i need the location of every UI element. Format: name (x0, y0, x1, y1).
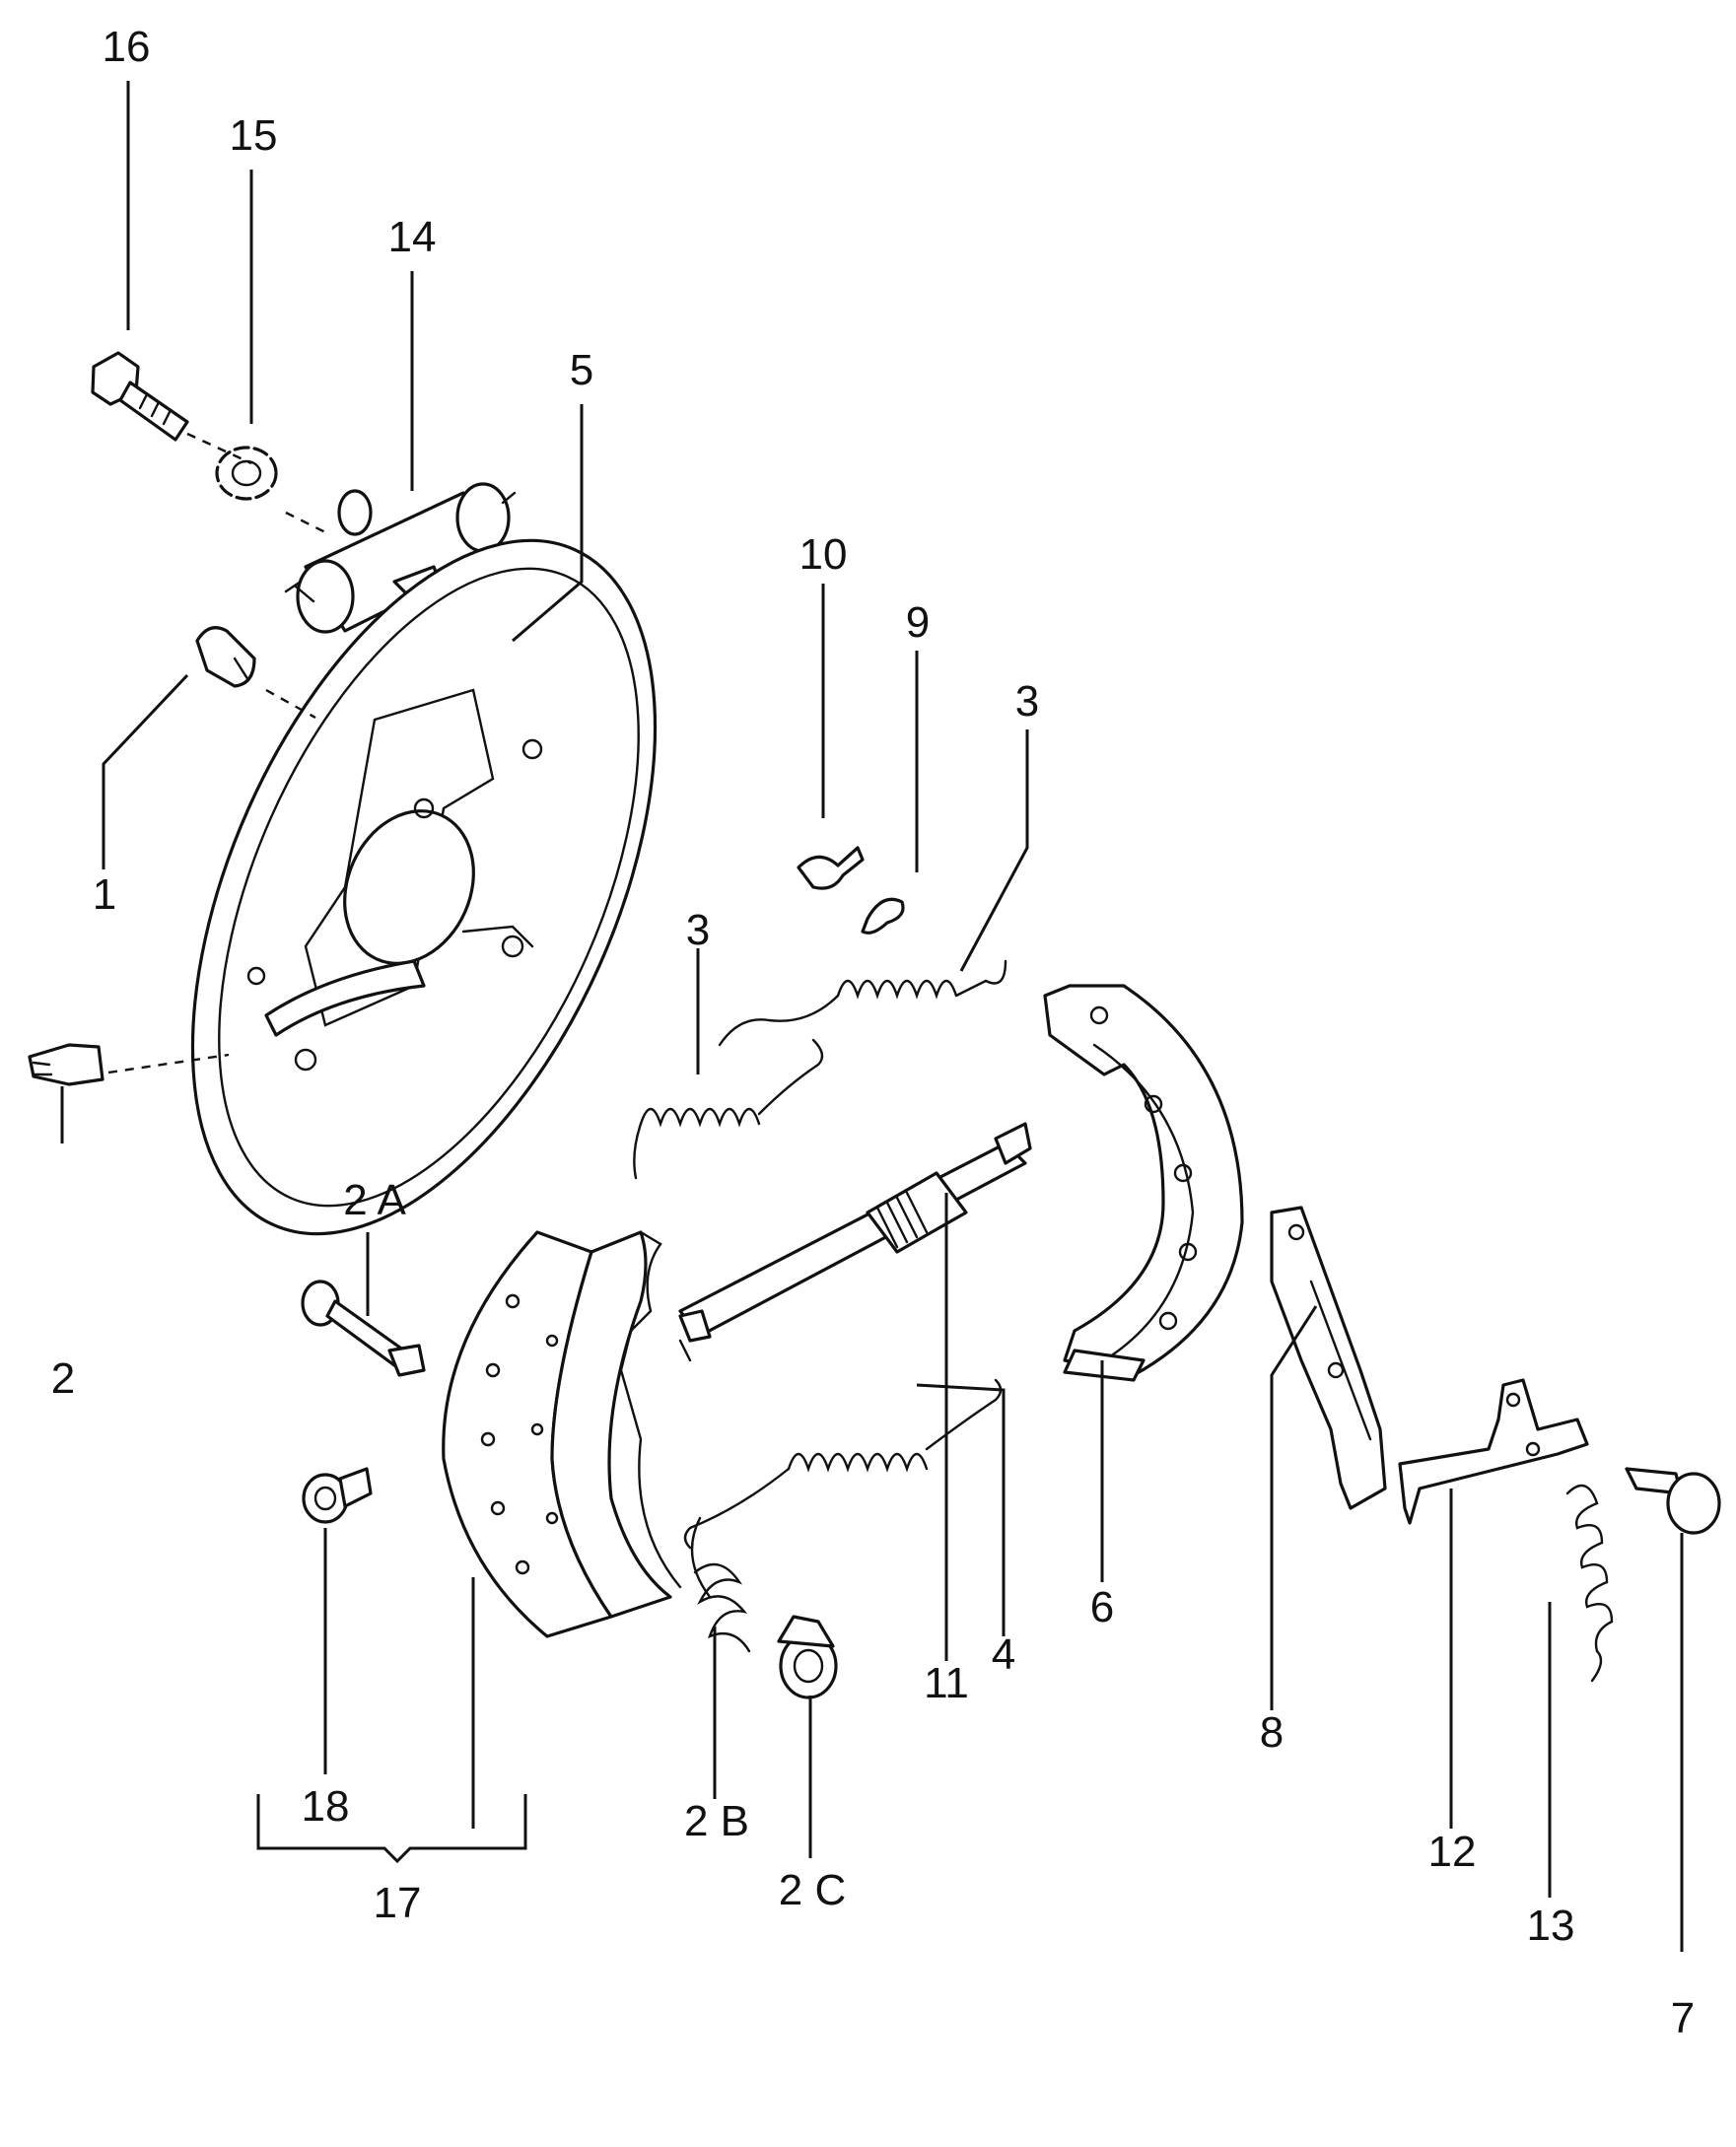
callout-18: 18 (302, 1782, 350, 1831)
part-5-backing-plate (190, 538, 658, 1236)
callout-7: 7 (1671, 1994, 1695, 2043)
part-6-brake-shoe (1043, 984, 1244, 1382)
part-7-pin (1625, 1467, 1721, 1535)
part-8-lever (1270, 1206, 1387, 1510)
callout-15: 15 (230, 111, 278, 160)
part-11-adjuster (678, 1122, 1032, 1343)
assembly-dashed-lines (107, 432, 326, 1074)
callout-3-right: 3 (1015, 677, 1039, 726)
callout-16: 16 (103, 23, 151, 71)
callout-10: 10 (799, 530, 848, 579)
callout-4: 4 (992, 1630, 1015, 1679)
part-3-spring-lower (633, 1038, 824, 1180)
part-10-clip (797, 846, 865, 890)
callout-6: 6 (1090, 1583, 1114, 1631)
part-4-spring (683, 1378, 1003, 1550)
part-18-sleeve (302, 1467, 373, 1524)
callout-13: 13 (1527, 1902, 1575, 1950)
part-13-spring (1565, 1484, 1614, 1683)
callout-17: 17 (374, 1879, 422, 1927)
callout-14: 14 (388, 213, 437, 261)
part-17-brake-shoe-lining (442, 1230, 712, 1638)
callout-labels: 16 15 14 5 10 9 3 1 3 2 A 2 6 4 11 8 18 … (51, 23, 1695, 2043)
part-9-link (861, 897, 905, 935)
callout-2b: 2 B (684, 1797, 749, 1845)
callout-2c: 2 C (779, 1866, 846, 1914)
callout-2a: 2 A (343, 1176, 406, 1224)
callout-1: 1 (93, 870, 116, 919)
callout-9: 9 (906, 598, 930, 647)
part-2c-cap (777, 1615, 838, 1699)
callout-3-left: 3 (686, 906, 710, 954)
part-15-washer (215, 446, 278, 501)
part-16-bolt (91, 351, 189, 442)
callout-5: 5 (570, 346, 593, 394)
callout-8: 8 (1260, 1708, 1284, 1757)
part-2a-pin (301, 1280, 426, 1377)
callout-2: 2 (51, 1354, 75, 1403)
callout-12: 12 (1428, 1828, 1477, 1876)
part-12-bracket (1398, 1378, 1589, 1525)
leader-lines (60, 81, 1684, 1952)
part-2b-spring (693, 1562, 751, 1653)
part-1-cap (195, 626, 256, 688)
part-2-screw (28, 1043, 104, 1086)
part-3-spring-upper (718, 959, 1007, 1047)
callout-11: 11 (924, 1659, 969, 1707)
